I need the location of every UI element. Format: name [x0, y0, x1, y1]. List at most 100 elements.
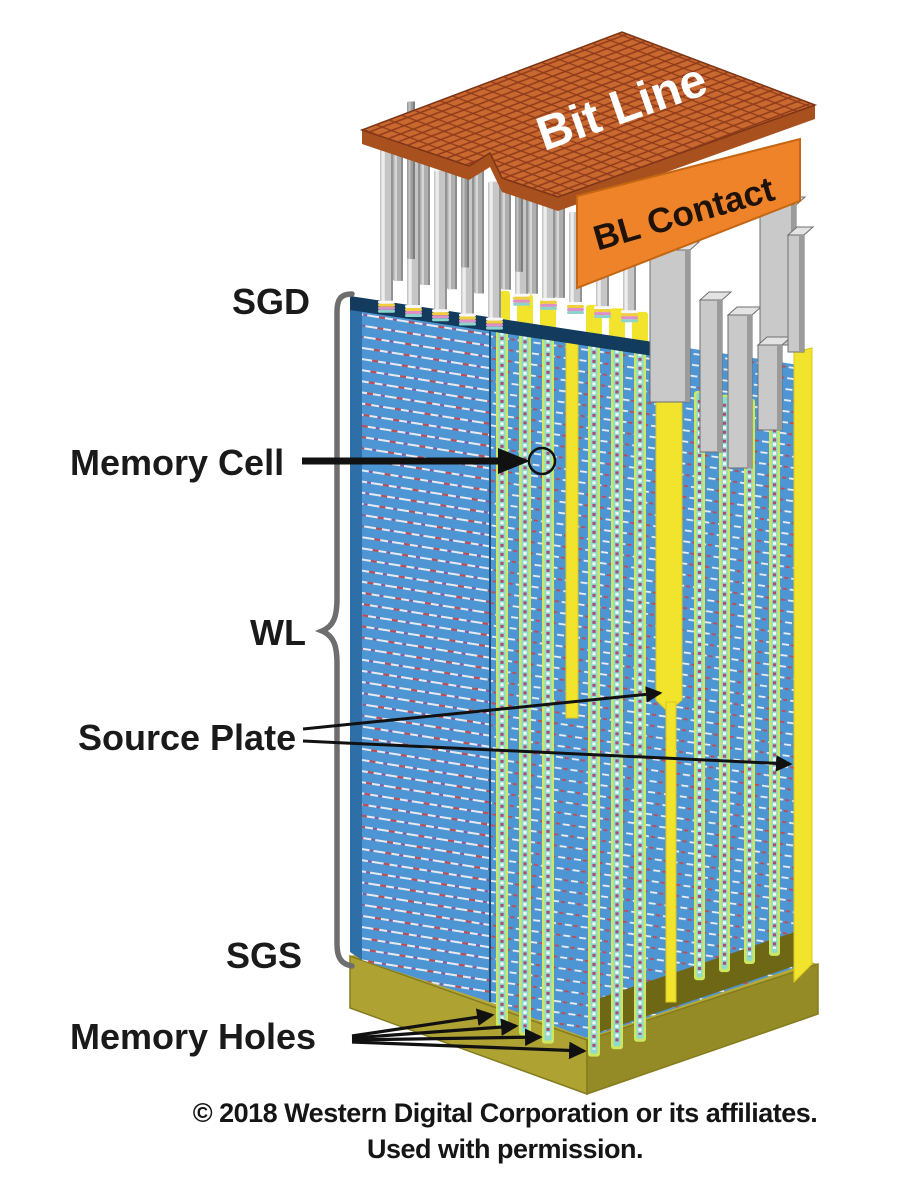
pillar-base-ring — [486, 320, 503, 324]
pillar-shade — [413, 101, 415, 260]
pillar-shade — [509, 156, 511, 290]
memory-holes-arrow-4 — [351, 1040, 587, 1060]
wl-label: WL — [250, 612, 306, 653]
pillar-base-ring — [567, 308, 584, 312]
pillar-highlight — [448, 140, 451, 290]
pillar-shade — [455, 140, 457, 290]
memory-holes-arrow-2 — [351, 1018, 519, 1040]
contact-box-shade — [777, 345, 782, 430]
source-plate-arrow-2 — [302, 739, 793, 772]
contact-box — [649, 249, 691, 403]
source-plate-slit-mid — [565, 335, 579, 719]
pillar-base-ring — [459, 322, 476, 326]
pillar-base-ring — [378, 303, 395, 307]
pillar-shade — [418, 157, 420, 310]
base-shadow-strip — [600, 926, 812, 1032]
contact-box-top — [698, 291, 733, 301]
pillar-highlight — [435, 170, 439, 314]
contact-box-top — [726, 306, 763, 316]
pillar-base-ring — [540, 303, 557, 307]
pillar-shade — [472, 168, 474, 318]
pillar-base-ring — [378, 309, 395, 313]
pillar-base-ring — [594, 312, 611, 316]
memory-cell-arrowhead — [498, 448, 530, 474]
memory-holes-label: Memory Holes — [70, 1016, 316, 1057]
copyright-line-2: Used with permission. — [367, 1134, 643, 1164]
stack-left-sliver — [350, 298, 362, 960]
pillar-base-ring — [594, 309, 611, 313]
memory-holes-arrow-1 — [351, 1008, 495, 1038]
pillar-shade — [428, 128, 430, 286]
memory-hole-core — [636, 341, 644, 1039]
pillar-base-ring — [486, 323, 503, 327]
contact-box-shade — [799, 235, 804, 352]
pillar-base-ring — [513, 293, 530, 297]
pillar-base-ring — [432, 312, 449, 316]
memory-hole-cap — [609, 308, 625, 345]
copyright-notice: © 2018 Western Digital Corporation or it… — [193, 1098, 818, 1164]
pillar-highlight — [475, 144, 478, 294]
pillar-base-ring — [405, 311, 422, 315]
pillar-base-ring — [432, 315, 449, 319]
pillar-highlight — [381, 144, 385, 305]
pillar-base-ring — [567, 305, 584, 309]
pillar-base-ring — [594, 315, 611, 319]
pillar-base-ring — [459, 313, 476, 317]
plate-thickness-edge — [362, 105, 815, 211]
pillar-highlight — [529, 160, 532, 294]
pillar-base-ring — [540, 297, 557, 301]
pillar-base-ring — [378, 300, 395, 304]
pillar-base-ring — [621, 319, 638, 323]
contact-boxes — [648, 196, 815, 469]
pillar-shade — [521, 133, 523, 272]
pillar-base-ring — [405, 314, 422, 318]
pillar-base-ring — [513, 299, 530, 303]
pillar-shade — [563, 172, 565, 298]
pillar-highlight — [394, 124, 397, 281]
base-right-face — [586, 962, 819, 1096]
contact-box-shade — [685, 250, 690, 402]
copyright-line-1: © 2018 Western Digital Corporation or it… — [193, 1098, 818, 1128]
pillar-base-ring — [540, 300, 557, 304]
annotation-arrows — [302, 446, 793, 1060]
memory-hole-channels — [494, 290, 780, 1057]
pillar-base-ring — [567, 302, 584, 306]
pillar-base-ring — [378, 306, 395, 310]
memory-holes-arrow-3 — [351, 1028, 543, 1047]
pillar-shade — [499, 181, 501, 322]
pillar-highlight — [489, 181, 493, 322]
pillar-base-ring — [459, 316, 476, 320]
sgd-label: SGD — [232, 281, 310, 322]
memory-cell-circle — [527, 446, 557, 476]
pillar-base-ring — [621, 310, 638, 314]
pillar-base-ring — [432, 318, 449, 322]
pillar-shade — [482, 144, 484, 294]
pillar-shade — [445, 170, 447, 314]
pillar-base-ring — [594, 306, 611, 310]
bl-contact-band: BL Contact — [576, 137, 801, 290]
bit-line-plate: Bit Line — [359, 31, 818, 211]
bl-contact-pillars — [378, 101, 638, 330]
pillar-base-ring — [513, 296, 530, 300]
pillar-shade — [553, 193, 555, 302]
pillar-base-ring — [486, 317, 503, 321]
pillar-highlight — [543, 193, 547, 302]
pillar-base-ring — [540, 306, 557, 310]
pillar-base-ring — [567, 311, 584, 315]
pillar-base-ring — [432, 309, 449, 313]
memory-cell-label: Memory Cell — [70, 442, 284, 483]
source-plate-slit-right-edge — [793, 347, 813, 984]
sgs-label: SGS — [226, 935, 302, 976]
pillar-highlight — [502, 156, 505, 290]
pillar-base-ring — [513, 302, 530, 306]
pillar-highlight — [421, 128, 424, 286]
pillar-base-ring — [459, 319, 476, 323]
pillar-highlight — [408, 101, 411, 260]
stack-left-face — [362, 298, 490, 1002]
pillar-base-ring — [621, 313, 638, 317]
pillar-base-ring — [405, 308, 422, 312]
source-plate-slit-thin — [665, 701, 677, 1003]
contact-box-shade — [717, 300, 722, 452]
